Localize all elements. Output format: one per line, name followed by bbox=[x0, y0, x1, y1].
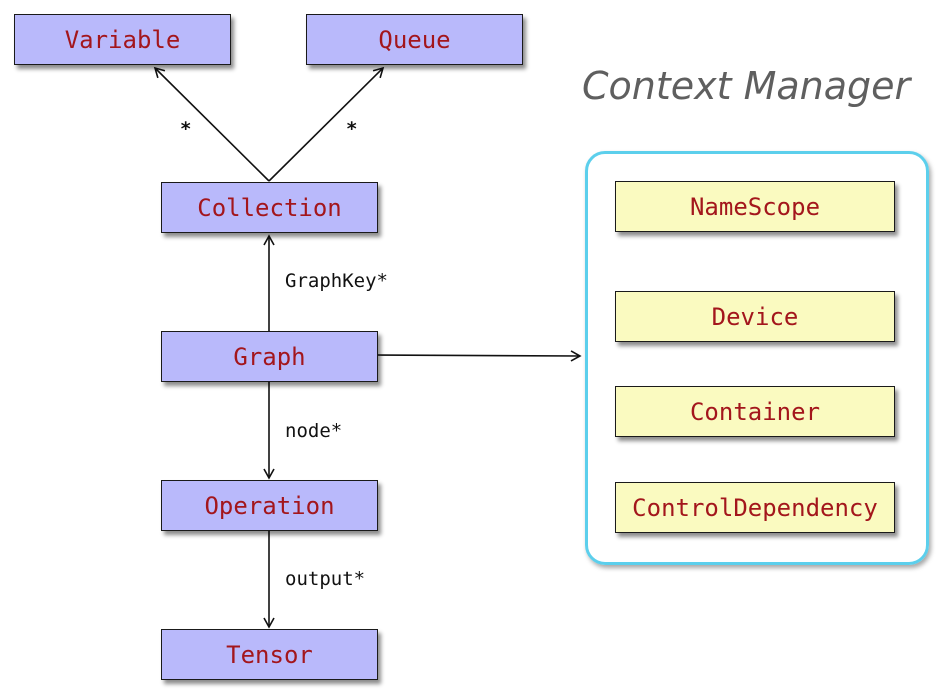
namescope-node: NameScope bbox=[615, 181, 895, 232]
device-node: Device bbox=[615, 291, 895, 342]
graph-node: Graph bbox=[161, 331, 378, 382]
context-manager-title: Context Manager bbox=[582, 64, 911, 108]
tensor-node: Tensor bbox=[161, 629, 378, 680]
variable-node: Variable bbox=[14, 14, 231, 65]
edge-label-collection-variable: * bbox=[180, 118, 192, 140]
operation-node: Operation bbox=[161, 480, 378, 531]
edge-label-operation-tensor: output* bbox=[285, 568, 366, 590]
edge-label-graph-collection: GraphKey* bbox=[285, 270, 388, 292]
collection-node: Collection bbox=[161, 182, 378, 233]
container-node: Container bbox=[615, 386, 895, 437]
queue-node: Queue bbox=[306, 14, 523, 65]
edge-label-collection-queue: * bbox=[346, 118, 358, 140]
control-dependency-node: ControlDependency bbox=[615, 482, 895, 533]
context-manager-frame bbox=[585, 151, 929, 565]
edge-graph-to-context-manager bbox=[377, 350, 582, 362]
edge-collection-to-queue bbox=[268, 66, 385, 182]
edge-label-graph-operation: node* bbox=[285, 420, 343, 442]
edge-collection-to-variable bbox=[153, 66, 270, 182]
